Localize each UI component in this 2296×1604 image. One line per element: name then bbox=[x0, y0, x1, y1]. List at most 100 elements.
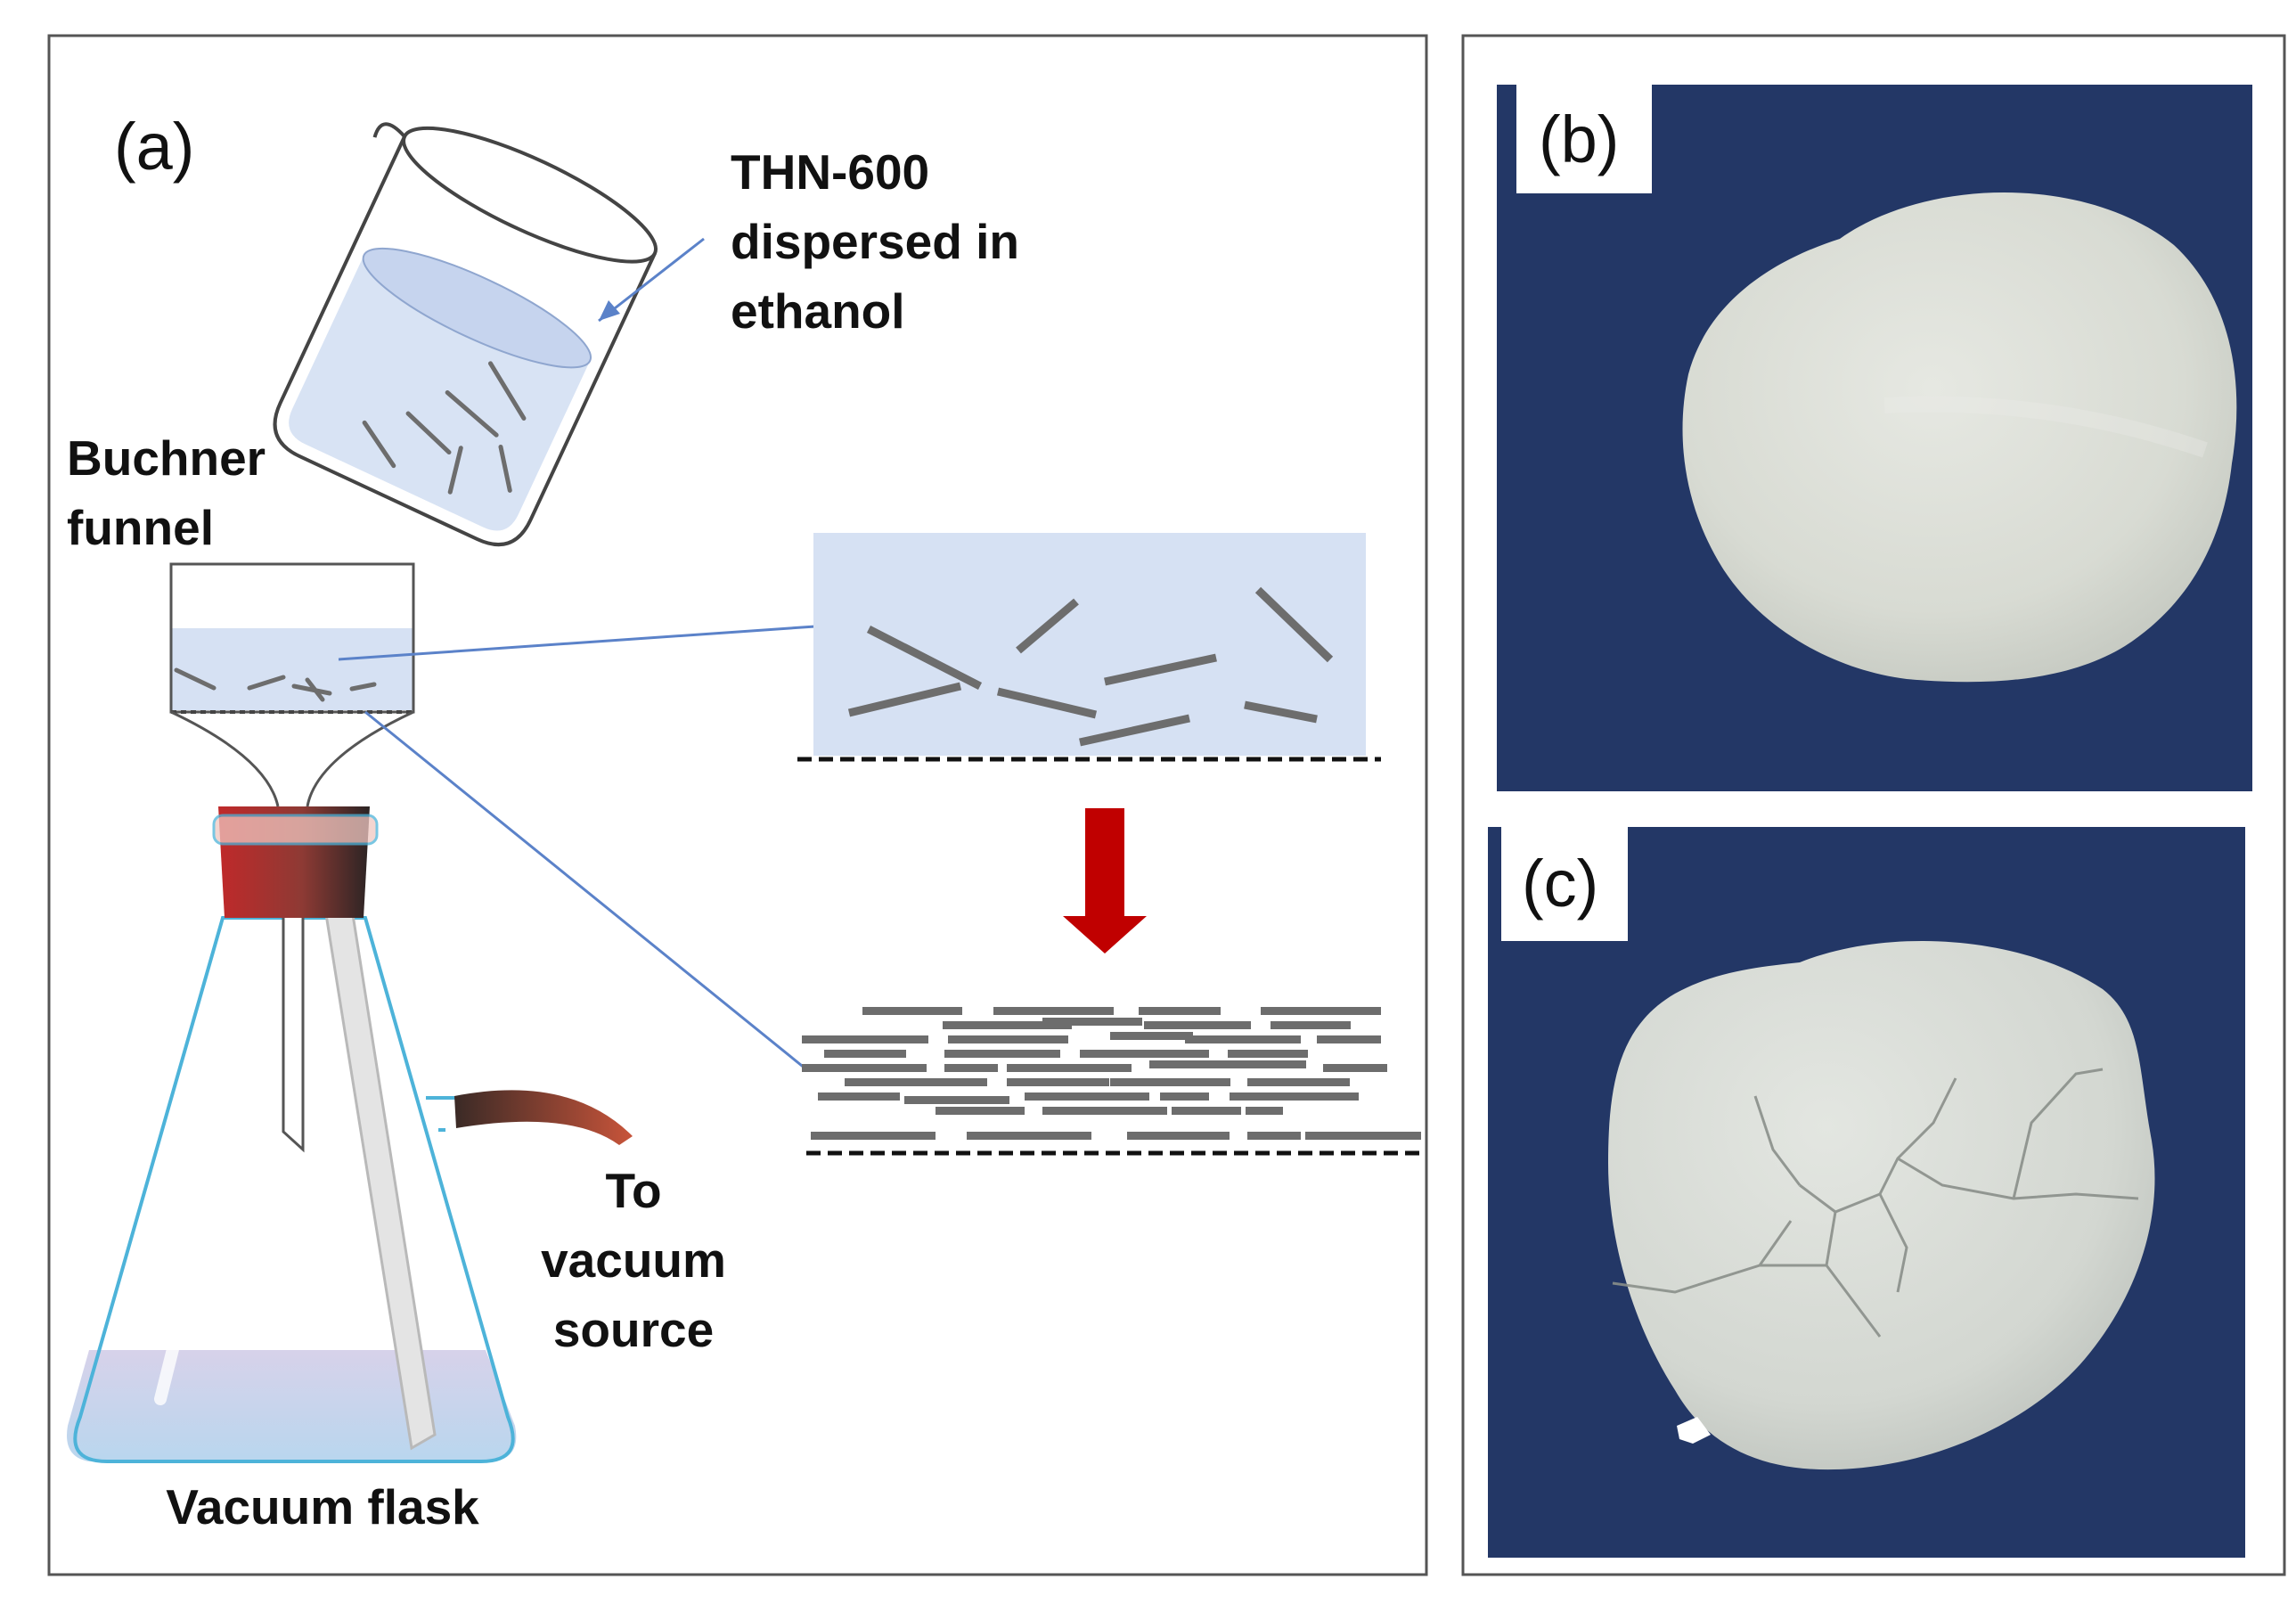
flake bbox=[943, 1021, 1072, 1029]
panel-b: (b) bbox=[1497, 85, 2252, 791]
beaker-label-line-3: ethanol bbox=[731, 283, 905, 339]
flake bbox=[1230, 1093, 1359, 1101]
flake bbox=[305, 677, 325, 702]
flake bbox=[866, 625, 983, 691]
flake bbox=[405, 411, 452, 455]
beaker-callout-arrowhead bbox=[599, 300, 620, 321]
flask-stopper-band bbox=[212, 814, 379, 846]
panel-c-label-box bbox=[1501, 827, 1628, 941]
beaker-callout-line bbox=[598, 237, 705, 323]
flake bbox=[1160, 1093, 1209, 1101]
flake bbox=[1025, 1093, 1149, 1101]
zoom-stacked bbox=[802, 1007, 1426, 1156]
flake bbox=[993, 1007, 1114, 1015]
flake bbox=[944, 1050, 1060, 1058]
flake bbox=[1317, 1035, 1381, 1043]
funnel-label-line-1: Buchner bbox=[67, 430, 266, 486]
flake bbox=[1261, 1007, 1381, 1015]
flake bbox=[1144, 1021, 1251, 1029]
flake bbox=[1244, 700, 1318, 724]
crack bbox=[1799, 1077, 1957, 1214]
flake bbox=[862, 1007, 962, 1015]
flake bbox=[1305, 1132, 1421, 1140]
zoom-dispersed-flakes bbox=[847, 586, 1334, 747]
funnel-liquid bbox=[171, 628, 413, 710]
flake bbox=[1254, 586, 1334, 663]
flask-liquid bbox=[67, 1350, 517, 1461]
vacuum-hose bbox=[454, 1090, 633, 1145]
beaker-spout bbox=[372, 122, 406, 138]
beaker-flakes bbox=[362, 361, 527, 495]
flake bbox=[1007, 1064, 1132, 1072]
vacuum-flask bbox=[67, 806, 517, 1463]
flake bbox=[904, 1096, 1009, 1104]
flask-body bbox=[73, 916, 515, 1463]
beaker-body bbox=[273, 135, 657, 547]
panel-b-label-box bbox=[1516, 85, 1652, 193]
flake bbox=[1172, 1107, 1241, 1115]
flake bbox=[1149, 1060, 1306, 1068]
beaker bbox=[273, 122, 658, 547]
zoom-line-bottom bbox=[364, 710, 807, 1071]
flake bbox=[802, 1035, 928, 1043]
panel-c-cracks bbox=[1612, 1068, 2139, 1338]
beaker-rim bbox=[402, 126, 658, 264]
flake bbox=[174, 667, 217, 691]
vacuum-label-line-3: source bbox=[553, 1302, 714, 1357]
flake bbox=[291, 683, 332, 696]
flake bbox=[948, 1035, 1068, 1043]
panel-c: (c) bbox=[1488, 827, 2245, 1558]
beaker-label-line-2: dispersed in bbox=[731, 214, 1019, 269]
flake bbox=[802, 1064, 927, 1072]
flake bbox=[1246, 1107, 1283, 1115]
vacuum-label-line-1: To bbox=[605, 1163, 661, 1218]
zoom-dispersed bbox=[797, 533, 1381, 762]
flake bbox=[1042, 1018, 1142, 1026]
flake bbox=[362, 420, 396, 469]
zoom-line-top bbox=[338, 625, 816, 661]
flake bbox=[811, 1132, 936, 1140]
flake bbox=[1110, 1032, 1193, 1040]
flask-side-arm bbox=[426, 1096, 459, 1132]
buchner-funnel bbox=[169, 562, 415, 807]
flake bbox=[845, 1078, 987, 1086]
panel-b-sample-disc bbox=[1682, 192, 2237, 683]
flake bbox=[1271, 1021, 1351, 1029]
flake bbox=[1139, 1007, 1221, 1015]
flake bbox=[445, 389, 499, 438]
crack bbox=[1825, 1211, 1882, 1338]
process-arrow bbox=[1063, 808, 1147, 953]
flake bbox=[498, 444, 512, 493]
beaker-liquid bbox=[289, 255, 591, 531]
flask-glass-highlight bbox=[154, 1339, 180, 1405]
panel-c-label: (c) bbox=[1522, 847, 1598, 921]
crack bbox=[1612, 1220, 1793, 1294]
flake bbox=[1104, 653, 1217, 686]
funnel-cone bbox=[170, 710, 414, 807]
stacked-flakes bbox=[802, 1007, 1421, 1140]
flake bbox=[1079, 714, 1190, 747]
flake bbox=[1247, 1132, 1301, 1140]
panel-a: (a) THN-600 dispersed in ethanol Buchner bbox=[47, 34, 1428, 1576]
flake bbox=[1042, 1107, 1167, 1115]
flake bbox=[1323, 1064, 1387, 1072]
flask-label: Vacuum flask bbox=[166, 1479, 479, 1534]
flake bbox=[967, 1132, 1091, 1140]
panel-b-label: (b) bbox=[1539, 102, 1619, 176]
flake bbox=[447, 446, 463, 495]
vacuum-label-line-2: vacuum bbox=[541, 1232, 726, 1288]
crack bbox=[1753, 1095, 1802, 1186]
flake bbox=[247, 675, 286, 691]
flake bbox=[1127, 1132, 1230, 1140]
flake bbox=[818, 1093, 900, 1101]
flake bbox=[349, 682, 377, 692]
flake bbox=[944, 1064, 998, 1072]
flake bbox=[1080, 1050, 1209, 1058]
panel-c-chip bbox=[1677, 1417, 1711, 1444]
flake bbox=[1247, 1078, 1350, 1086]
funnel-stem bbox=[282, 900, 305, 1153]
panel-a-label: (a) bbox=[114, 110, 194, 184]
panel-c-sample-disc bbox=[1608, 941, 2155, 1470]
flake bbox=[847, 682, 962, 717]
